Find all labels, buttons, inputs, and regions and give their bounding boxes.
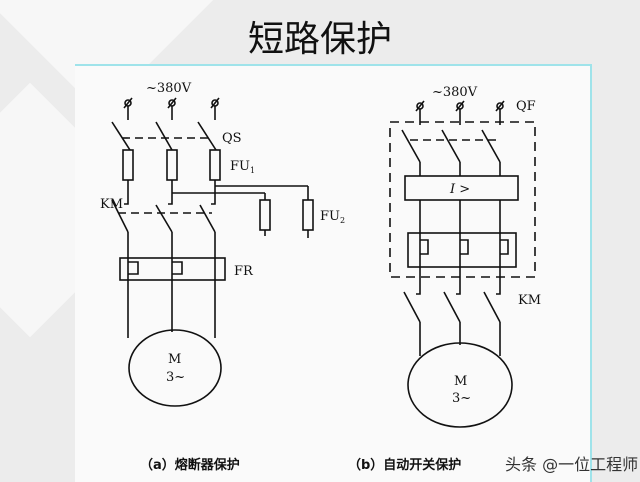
motor-label-b: M [454, 374, 467, 389]
caption-a: （a）熔断器保护 [140, 458, 240, 473]
diagram-a [111, 97, 314, 407]
voltage-label-a: ~380V [146, 81, 192, 96]
km-label-a: KM [100, 197, 123, 212]
terminals [123, 97, 220, 120]
watermark: 头条 @一位工程师 [505, 455, 639, 474]
diagram-panel [75, 64, 592, 482]
qs-switch [111, 121, 217, 151]
qf-switch [401, 129, 501, 176]
slide-title: 短路保护 [247, 19, 392, 60]
fr-label: FR [234, 264, 254, 279]
fu1-label: FU1 [230, 159, 255, 175]
trip-label: I > [449, 182, 470, 197]
motor-phase-b: 3~ [452, 391, 471, 406]
qs-label: QS [222, 131, 242, 146]
km-contacts [403, 290, 501, 356]
overcurrent-trip [404, 175, 519, 201]
fu2-label: FU2 [320, 209, 345, 225]
km-label-b: KM [518, 293, 541, 308]
motor-phase-a: 3~ [166, 370, 185, 385]
km-contacts [111, 199, 216, 338]
fr-relay [119, 257, 226, 281]
fu1-fuses [122, 149, 314, 238]
diagram-b [389, 100, 536, 428]
thermal-element [407, 200, 517, 290]
caption-b: （b）自动开关保护 [348, 458, 462, 473]
terminals [415, 100, 505, 125]
qf-label: QF [516, 99, 536, 114]
voltage-label-b: ~380V [432, 85, 478, 100]
motor-b [407, 342, 513, 428]
motor-a [128, 329, 222, 407]
motor-label-a: M [168, 352, 181, 367]
